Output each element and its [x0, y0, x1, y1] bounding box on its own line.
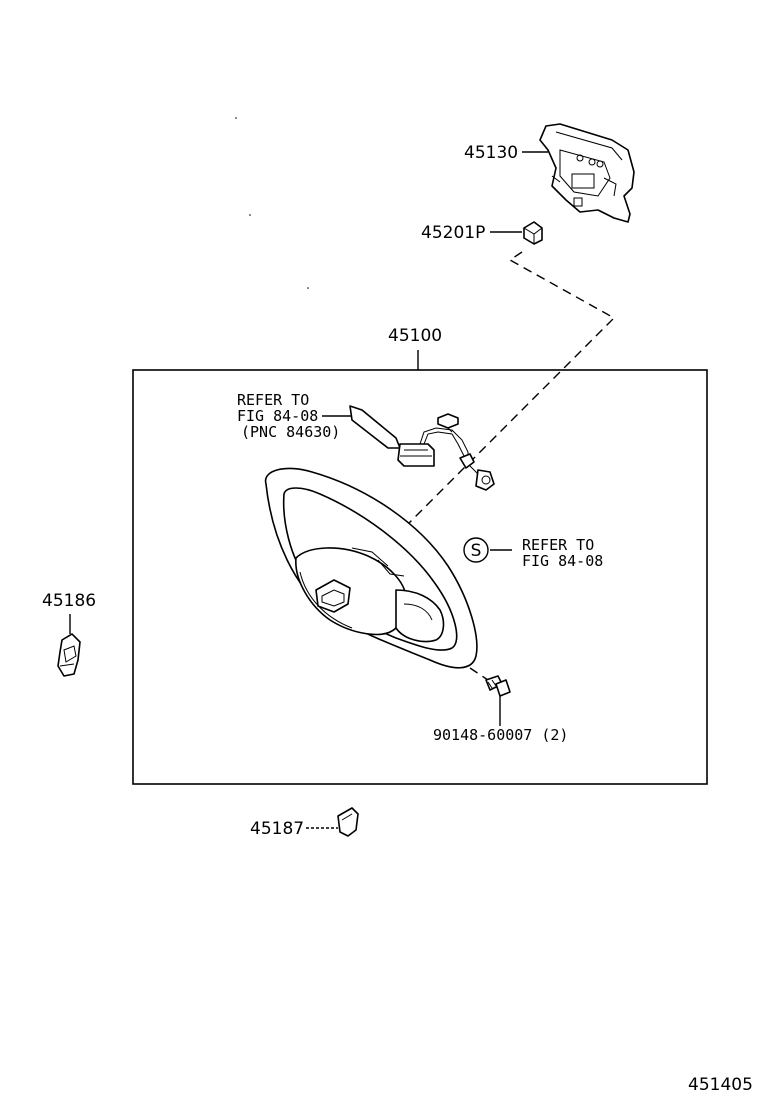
- refer-s-line1: REFER TO: [522, 536, 594, 554]
- refer-switch-line3: (PNC 84630): [241, 423, 340, 441]
- part-45187-cover[interactable]: [337, 807, 359, 837]
- label-45130: 45130: [464, 143, 518, 163]
- part-45100-assembly-box[interactable]: [132, 369, 708, 785]
- s-symbol-text: S: [471, 541, 482, 561]
- refer-s-line2: FIG 84-08: [522, 552, 603, 570]
- bolt-dashed-line: [469, 667, 489, 681]
- label-45186: 45186: [42, 591, 96, 611]
- label-45201p: 45201P: [421, 223, 485, 243]
- label-bolt: 90148-60007 (2): [433, 726, 568, 744]
- steering-wheel[interactable]: [264, 467, 478, 669]
- assembly-dashed-line: [371, 251, 616, 561]
- refer-switch-line1: REFER TO: [237, 391, 309, 409]
- part-45201p-nut[interactable]: [523, 221, 543, 245]
- label-45187: 45187: [250, 819, 304, 839]
- part-45130-steering-pad[interactable]: [539, 123, 635, 223]
- refer-switch-line2: FIG 84-08: [237, 407, 318, 425]
- horn-switch-harness[interactable]: [349, 405, 495, 491]
- figure-number: 451405: [688, 1075, 753, 1095]
- standard-part-symbol: S: [463, 537, 489, 563]
- specks: [235, 117, 309, 289]
- part-45186-cover[interactable]: [57, 633, 81, 677]
- part-90148-60007-bolt[interactable]: [485, 675, 511, 697]
- label-45100: 45100: [388, 326, 442, 346]
